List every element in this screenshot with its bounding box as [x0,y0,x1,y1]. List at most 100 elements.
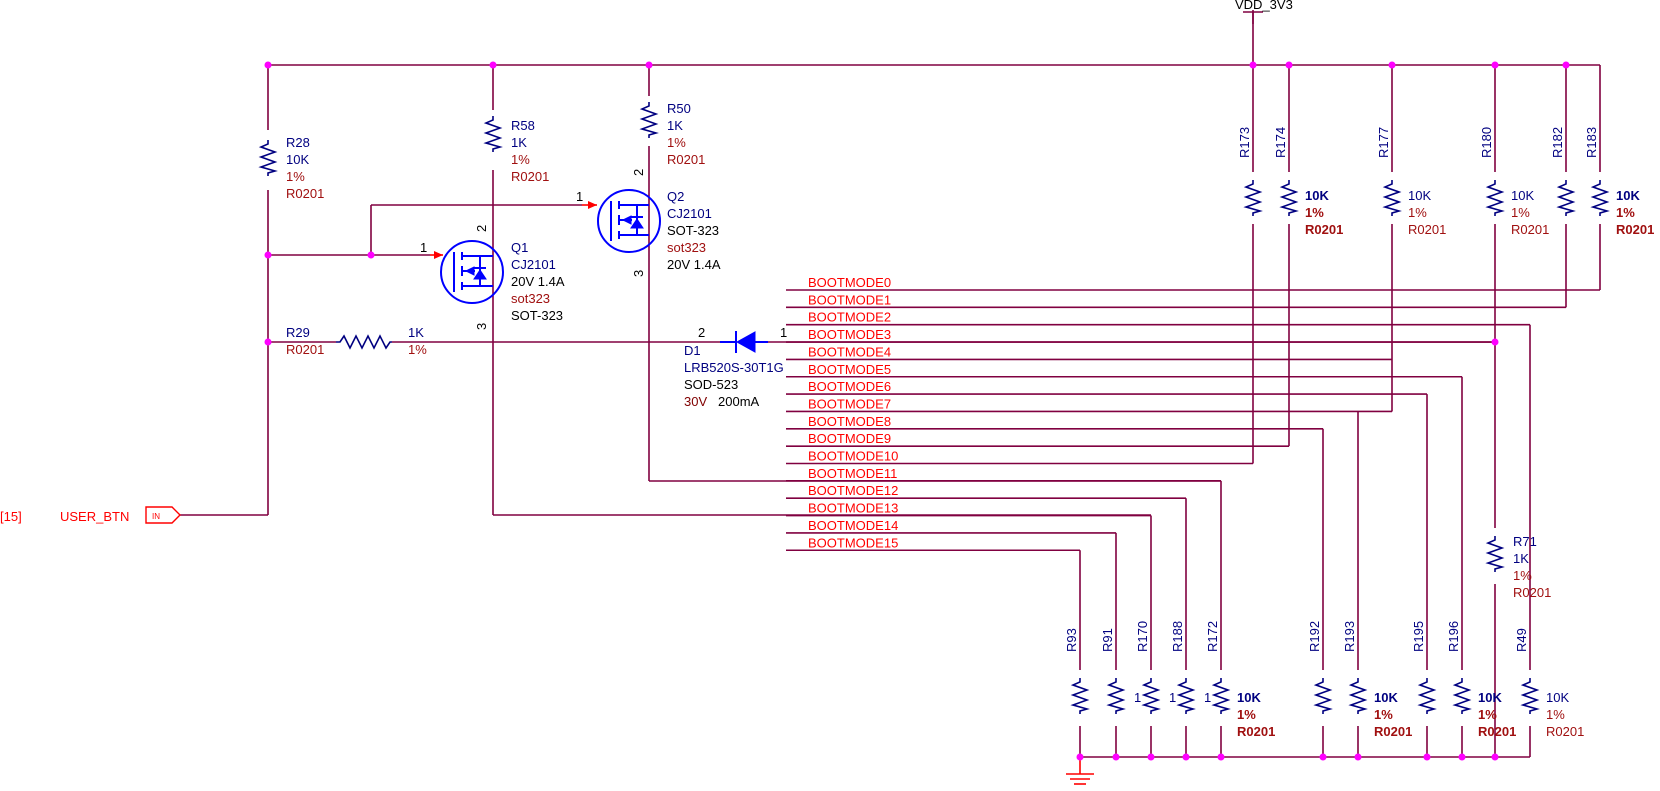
junction-dot [367,251,375,259]
resistor-tolerance: 1% [1237,707,1256,722]
net-label-bootmode: BOOTMODE12 [808,483,898,498]
junction-dot [1319,753,1327,761]
junction-dot [1076,753,1084,761]
junction-dot [1423,753,1431,761]
svg-text:1K: 1K [408,325,424,340]
svg-text:1%: 1% [1513,568,1532,583]
svg-text:10K: 10K [286,152,309,167]
svg-text:2: 2 [631,169,646,176]
junction-dot [645,61,653,69]
resistor-value: 10K [1478,690,1502,705]
svg-text:2: 2 [698,325,705,340]
svg-text:1: 1 [780,325,787,340]
svg-text:IN: IN [152,512,160,521]
svg-text:1K: 1K [1513,551,1529,566]
svg-text:R0201: R0201 [667,152,705,167]
svg-text:sot323: sot323 [667,240,706,255]
svg-text:1: 1 [420,240,427,255]
junction-dot [1354,753,1362,761]
resistor-value: 10K [1546,690,1569,705]
net-label-bootmode: BOOTMODE15 [808,535,898,550]
resistor-designator: R195 [1411,621,1426,652]
resistor-tolerance: 1% [1478,707,1497,722]
resistor-value: 10K [1305,188,1329,203]
input-port-user-btn[interactable]: IN USER_BTN [15] [0,506,181,524]
net-label-bootmode: BOOTMODE7 [808,396,891,411]
resistor-value: 10K [1616,188,1640,203]
svg-text:2: 2 [474,225,489,232]
resistor-tolerance: 1% [1374,707,1393,722]
bootmode-bus: BOOTMODE0BOOTMODE1BOOTMODE2BOOTMODE3BOOT… [786,275,1600,552]
vdd-label: VDD_3V3 [1235,0,1293,12]
resistor-designator: R170 [1135,621,1150,652]
mosfet-q1: 1 2 3 Q1 CJ2101 20V 1.4A sot323 SOT-323 [420,225,565,330]
svg-text:SOD-523: SOD-523 [684,377,738,392]
net-label-bootmode: BOOTMODE8 [808,414,891,429]
svg-text:R29: R29 [286,325,310,340]
resistor-package: R0201 [1408,222,1446,237]
resistor-value: 10K [1408,188,1431,203]
svg-text:R0201: R0201 [286,342,324,357]
pulldown-resistors: R93R9110KR17010KR18810KR17210K1%R0201R19… [1064,324,1584,758]
svg-text:R0201: R0201 [511,169,549,184]
resistor-tolerance: 1% [1408,205,1427,220]
junction-dot [1217,753,1225,761]
svg-text:SOT-323: SOT-323 [511,308,563,323]
resistor-package: R0201 [1374,724,1412,739]
svg-text:1%: 1% [408,342,427,357]
svg-text:R0201: R0201 [286,186,324,201]
net-label-bootmode: BOOTMODE13 [808,501,898,516]
resistor-tolerance: 1% [1546,707,1565,722]
svg-text:1%: 1% [286,169,305,184]
svg-text:Q2: Q2 [667,189,684,204]
svg-text:1%: 1% [511,152,530,167]
net-label-bootmode: BOOTMODE14 [808,518,898,533]
svg-text:20V 1.4A: 20V 1.4A [667,257,721,272]
junction-dot [264,61,272,69]
net-label-bootmode: BOOTMODE3 [808,327,891,342]
resistor-value: 10K [1237,690,1261,705]
ground-symbol [1066,757,1094,785]
net-label-bootmode: BOOTMODE11 [808,466,897,481]
resistor-value: 10K [1374,690,1398,705]
junction-dot [489,61,497,69]
resistor-package: R0201 [1616,222,1654,237]
resistor-designator: R180 [1479,127,1494,158]
resistor-package: R0201 [1511,222,1549,237]
svg-text:CJ2101: CJ2101 [511,257,556,272]
svg-text:1%: 1% [667,135,686,150]
resistor-designator: R183 [1584,127,1599,158]
resistor-package: R0201 [1478,724,1516,739]
junction-dot [264,251,272,259]
resistor-designator: R188 [1170,621,1185,652]
mosfet-q2: 1 2 3 Q2 CJ2101 SOT-323 sot323 20V 1.4A [576,169,721,277]
net-label-bootmode: BOOTMODE10 [808,449,898,464]
resistor-designator: R177 [1376,127,1391,158]
sheet-ref: [15] [0,509,22,524]
resistor-r29: R29 R0201 1K 1% [286,325,427,357]
svg-text:1: 1 [576,189,583,204]
junction-dot [1562,61,1570,69]
net-label-bootmode: BOOTMODE4 [808,344,891,359]
svg-text:200mA: 200mA [718,394,760,409]
net-label-bootmode: BOOTMODE2 [808,310,891,325]
junction-dot [1112,753,1120,761]
svg-text:R58: R58 [511,118,535,133]
svg-text:Q1: Q1 [511,240,528,255]
resistor-package: R0201 [1546,724,1584,739]
svg-text:R50: R50 [667,101,691,116]
resistor-r28: R28 10K 1% R0201 [258,130,324,201]
resistor-designator: R93 [1064,628,1079,652]
junction-dot [1491,61,1499,69]
net-label-bootmode: BOOTMODE6 [808,379,891,394]
resistor-package: R0201 [1237,724,1275,739]
junction-dot [1182,753,1190,761]
svg-text:SOT-323: SOT-323 [667,223,719,238]
svg-text:R71: R71 [1513,534,1537,549]
junction-dot [1147,753,1155,761]
net-label-bootmode: BOOTMODE1 [808,292,891,307]
junction-dot [1285,61,1293,69]
net-label-bootmode: BOOTMODE5 [808,362,891,377]
junction-dot [1388,61,1396,69]
